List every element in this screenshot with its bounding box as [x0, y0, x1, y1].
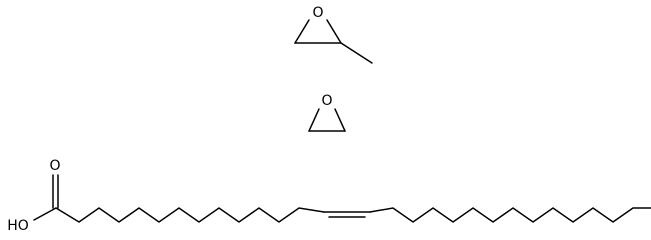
hydroxyl-bond	[33, 207, 57, 221]
carbon-chain-c1-c9	[55, 207, 325, 223]
hydroxyl-label: HO	[7, 218, 29, 234]
methyloxirane-structure: O	[294, 5, 373, 64]
carbonyl-oxygen-label: O	[49, 158, 60, 174]
ring-bond-o-c1	[308, 108, 320, 132]
oxirane-structure: O	[308, 93, 346, 132]
ring-bond-o-c2	[334, 108, 346, 132]
methyl-bond	[340, 42, 373, 64]
carbon-chain-c10-c18	[369, 207, 651, 223]
oxygen-atom-label: O	[312, 5, 323, 21]
oleic-acid-structure: O HO	[7, 158, 651, 234]
ring-bond-o-c2	[326, 19, 342, 44]
ring-bond-o-c1	[294, 19, 310, 44]
oxygen-atom-label: O	[321, 93, 332, 109]
